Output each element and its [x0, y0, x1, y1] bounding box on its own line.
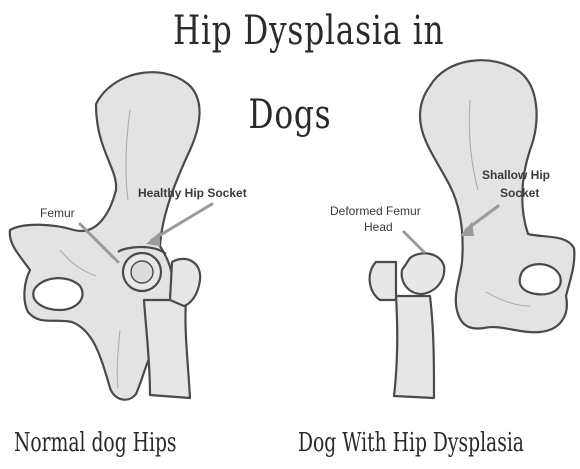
- caption-dysplasia: Dog With Hip Dysplasia: [298, 428, 524, 458]
- title-line-2: Dogs: [220, 92, 360, 138]
- label-shallow-socket-line2: Socket: [500, 186, 539, 200]
- normal-pelvis: [10, 72, 200, 399]
- title-line-1: Hip Dysplasia in: [173, 8, 407, 54]
- label-femur: Femur: [40, 206, 75, 220]
- caption-normal: Normal dog Hips: [14, 428, 177, 458]
- label-deformed-femur-line2: Head: [364, 220, 393, 234]
- label-healthy-hip-socket: Healthy Hip Socket: [138, 186, 247, 200]
- label-shallow-socket-line1: Shallow Hip: [482, 168, 550, 182]
- label-deformed-femur-line1: Deformed Femur: [330, 204, 421, 218]
